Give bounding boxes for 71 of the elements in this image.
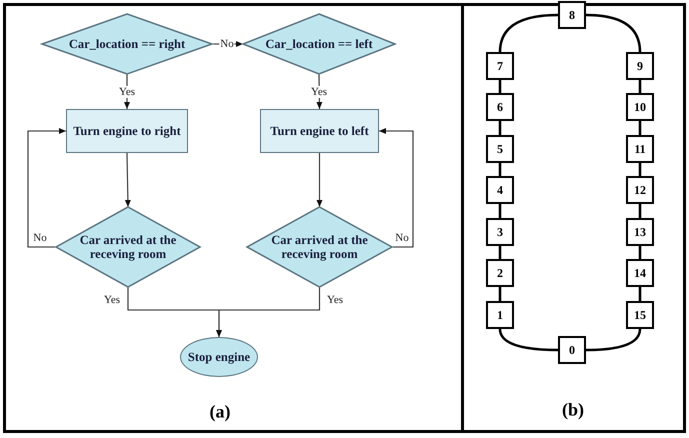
station-number: 14 [634, 266, 646, 280]
arrow [216, 287, 320, 337]
track-line [638, 80, 642, 93]
station-number: 4 [497, 182, 503, 198]
track-line [586, 328, 642, 352]
station-number: 3 [497, 224, 503, 240]
station-box [486, 135, 514, 163]
decision-text: Car arrived at the receving room [270, 232, 369, 262]
decision-text: Car_location == right [68, 36, 186, 52]
track-line [638, 204, 642, 218]
station-number: 10 [634, 100, 646, 114]
station-box [626, 52, 654, 80]
arrow [27, 128, 66, 248]
station-box [486, 259, 514, 287]
track-line [638, 246, 642, 259]
station-box [626, 218, 654, 246]
station-box [626, 135, 654, 163]
station-box [486, 301, 514, 329]
process-box [66, 109, 188, 153]
station-box [626, 176, 654, 204]
station-number: 1 [497, 308, 503, 322]
arrow [316, 153, 322, 207]
track-line [498, 204, 502, 218]
track-line [638, 287, 642, 301]
decision-text: Car arrived at the receving room [78, 232, 178, 262]
track-line [638, 121, 642, 135]
edge-label: Yes [118, 86, 136, 98]
station-number: 2 [497, 266, 503, 280]
station-box [486, 218, 514, 246]
station-box [558, 1, 586, 29]
track-line [498, 287, 502, 301]
track-line [498, 14, 558, 52]
track-line [498, 121, 502, 135]
process-box [260, 109, 379, 153]
station-number: 11 [634, 142, 646, 156]
track-line [498, 163, 502, 176]
station-number: 5 [497, 142, 503, 156]
process-text: Turn engine to left [270, 124, 369, 138]
track-line [498, 80, 502, 93]
arrow [379, 128, 414, 248]
edge-label: Yes [103, 294, 121, 306]
station-box [486, 52, 514, 80]
panel-caption: (b) [562, 400, 584, 420]
decision-text: Car_location == left [265, 36, 373, 52]
station-number: 6 [497, 100, 503, 114]
edge-label: No [32, 232, 48, 244]
station-box [626, 93, 654, 121]
edge-label: Yes [326, 294, 344, 306]
arrow [124, 153, 131, 207]
station-box [626, 301, 654, 329]
edge-label: Yes [310, 86, 328, 98]
edge-label: No [394, 232, 410, 244]
track-line [498, 328, 558, 352]
track-line [638, 163, 642, 176]
station-number: 0 [569, 342, 575, 358]
station-box [558, 336, 586, 364]
track-line [498, 246, 502, 259]
station-box [486, 176, 514, 204]
station-box [486, 93, 514, 121]
station-number: 7 [497, 58, 503, 74]
station-number: 8 [569, 8, 575, 22]
panel-caption: (a) [210, 402, 230, 422]
process-text: Turn engine to right [73, 124, 181, 138]
station-number: 12 [634, 182, 646, 198]
track-line [586, 14, 642, 52]
station-number: 13 [634, 224, 646, 240]
station-box [626, 259, 654, 287]
station-number: 15 [634, 308, 646, 322]
station-number: 9 [637, 58, 643, 74]
edge-label: No [219, 38, 235, 50]
terminal-text: Stop engine [188, 350, 250, 364]
